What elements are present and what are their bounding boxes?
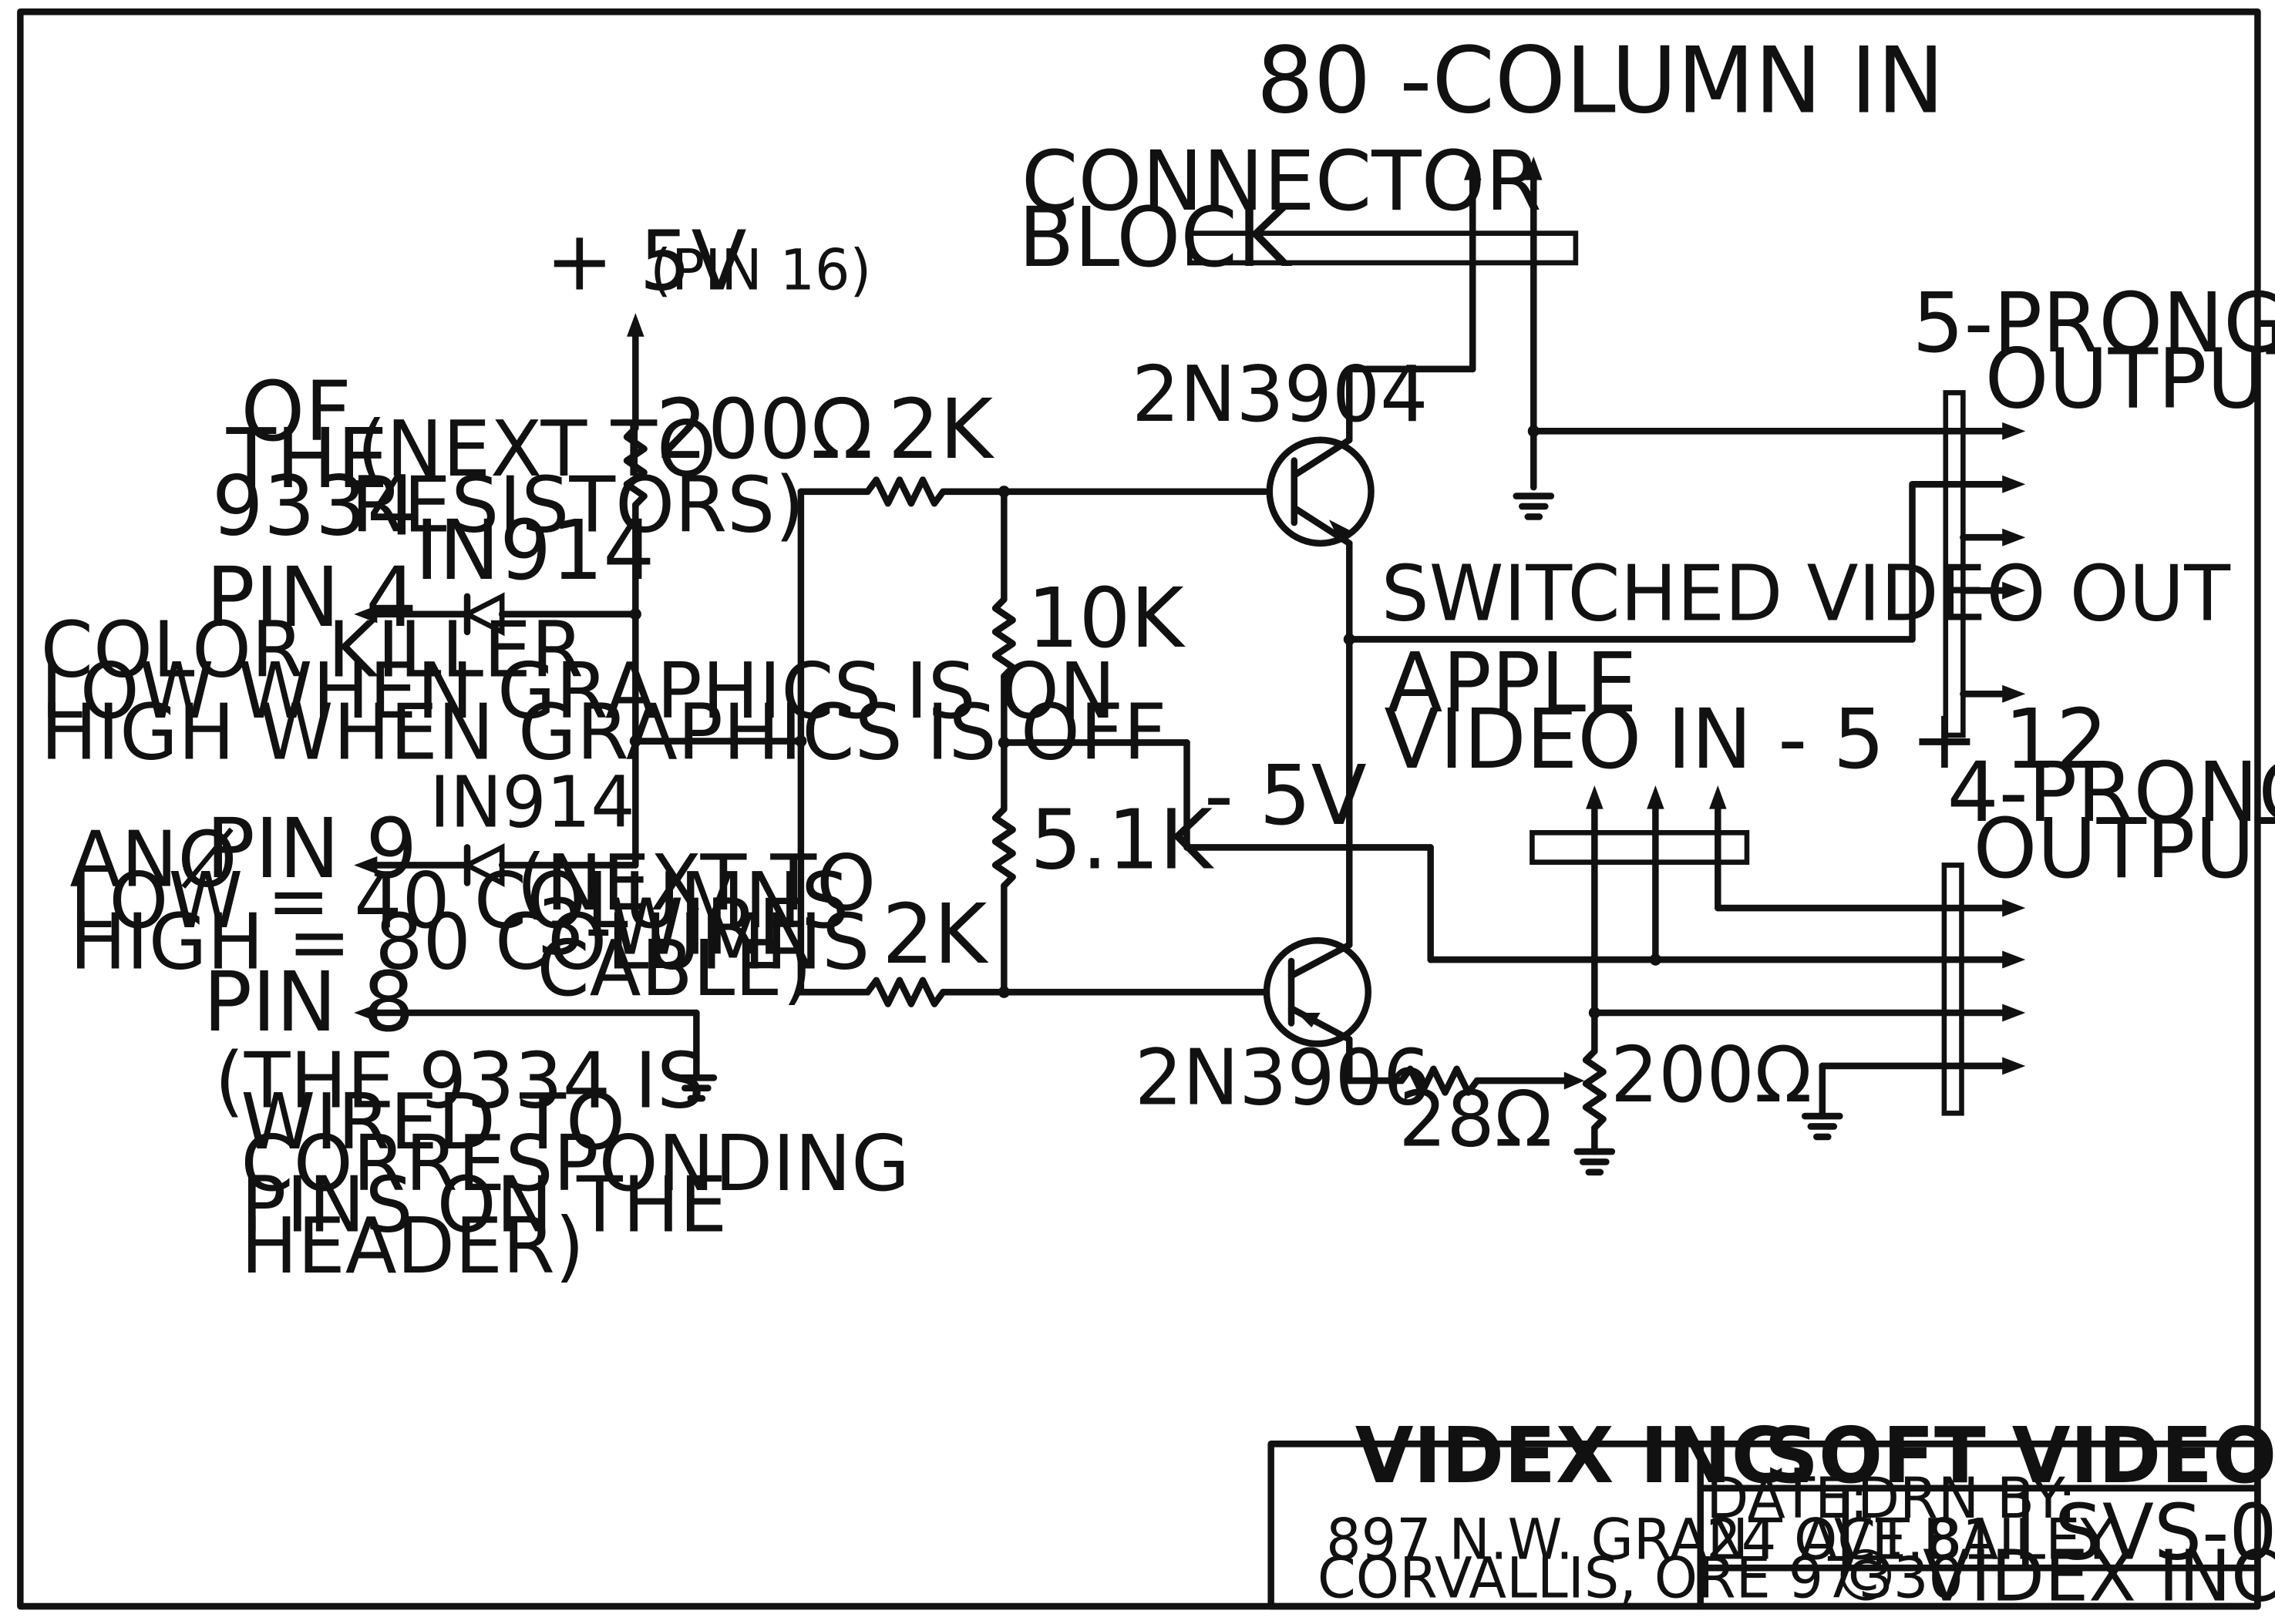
label-28-ohm: 28Ω <box>1398 1075 1552 1165</box>
label-minus-5v: - 5V <box>1204 748 1367 844</box>
label-pin8: PIN 8 <box>203 954 414 1051</box>
drawing-title: SOFT VIDEO SWITCH <box>1765 1411 2275 1501</box>
label-plus-5v: + 5V <box>546 214 747 310</box>
label-note-3: CORRESPONDING <box>241 1119 910 1209</box>
label-pin9: PIN 9 <box>206 801 417 897</box>
transistor-pnp-2n3906 <box>1263 633 1585 1096</box>
date-value: 24 OCT 81 <box>1706 1508 1997 1573</box>
label-3-wire: 3-WIRE <box>537 883 806 973</box>
switched-video-out-line <box>1346 475 2026 643</box>
label-note-4: PINS ON THE <box>241 1161 727 1250</box>
label-2k-bottom: 2K <box>882 886 988 983</box>
label-note-2: WIRED TO <box>241 1078 625 1167</box>
label-80-column-in: 80 -COLUMN IN <box>1257 28 1944 134</box>
label-pin16: (PIN 16) <box>650 238 871 304</box>
copyright: © VIDEX INC. 1981 <box>1831 1535 2275 1618</box>
sheet-border <box>17 8 2261 1610</box>
label-high-80: HIGH = 80 COLUMNS <box>69 898 870 987</box>
label-switched-video-out: SWITCHED VIDEO OUT <box>1381 550 2231 639</box>
label-2n3906: 2N3906 <box>1135 1034 1431 1123</box>
label-5-prong-output: OUTPUT <box>1985 331 2275 428</box>
drawing-number: SVS-000 <box>2055 1488 2275 1578</box>
connector-block <box>1186 156 2026 520</box>
label-diode-1: IN914 <box>415 503 655 599</box>
label-200-ohm-pot: 200Ω <box>1610 1031 1812 1120</box>
label-4-prong: 4-PRONG <box>1947 745 2275 841</box>
apple-video-connector <box>1427 785 2026 1176</box>
label-high-graphics: HIGH WHEN GRAPHICS IS OFF <box>41 688 1167 778</box>
date-label: DATE: <box>1706 1467 1868 1532</box>
five-prong-output <box>1943 390 2026 738</box>
drawn-by-value: J. BAILEY <box>1869 1508 2115 1573</box>
company-name: VIDEX INC. <box>1355 1411 1816 1501</box>
label-5-prong: 5-PRONG <box>1912 275 2275 372</box>
label-connector: CONNECTOR <box>1021 133 1542 230</box>
label-2k-top: 2K <box>888 382 994 478</box>
label-resistors: RESISTORS) <box>351 461 804 550</box>
label-video-in: VIDEO IN - 5 + 12 <box>1384 691 2108 788</box>
four-prong-output <box>1801 862 2026 1141</box>
left-network <box>354 313 807 1102</box>
label-the: THE <box>226 411 389 507</box>
label-an0: ANØ <box>69 815 237 904</box>
label-low-40: LOW = 40 COLUMNS <box>69 856 849 946</box>
label-cable: CABLE) <box>537 924 812 1014</box>
label-of: OF <box>241 364 352 460</box>
label-4-prong-output: OUTPUT <box>1974 801 2275 897</box>
label-5-1k: 5.1K <box>1030 792 1214 888</box>
label-next-to: (NEXT TO <box>357 405 716 494</box>
transistor-npn-2n3904 <box>1266 156 1482 949</box>
label-diode-2: IN914 <box>429 762 635 844</box>
bias-network <box>797 476 1434 1007</box>
label-block: BLOCK <box>1018 190 1292 286</box>
drawn-by-label: DRN BY: <box>1857 1467 2076 1532</box>
company-address-2: CORVALLIS, ORE 97330 <box>1318 1546 1964 1612</box>
label-2n3904: 2N3904 <box>1132 350 1428 439</box>
label-low-graphics: LOW WHEN GRAPHICS IS ON <box>41 647 1116 736</box>
label-200-ohm-top: 200Ω <box>656 382 873 478</box>
title-block: VIDEX INC. 897 N.W. GRANT AVE. CORVALLIS… <box>1267 1411 2275 1618</box>
label-next-to-2: (NEXT TO <box>517 839 876 928</box>
label-apple: APPLE <box>1387 635 1637 731</box>
label-color-killer: COLOR KILLER <box>41 605 584 694</box>
label-pin4: PIN 4 <box>206 550 417 646</box>
label-9334: 9334 <box>212 459 419 555</box>
label-note-5: HEADER) <box>241 1202 584 1291</box>
company-address-1: 897 N.W. GRANT AVE. <box>1326 1508 1924 1573</box>
label-10k: 10K <box>1027 570 1185 667</box>
label-note-1: (THE 9334 IS <box>215 1037 705 1126</box>
